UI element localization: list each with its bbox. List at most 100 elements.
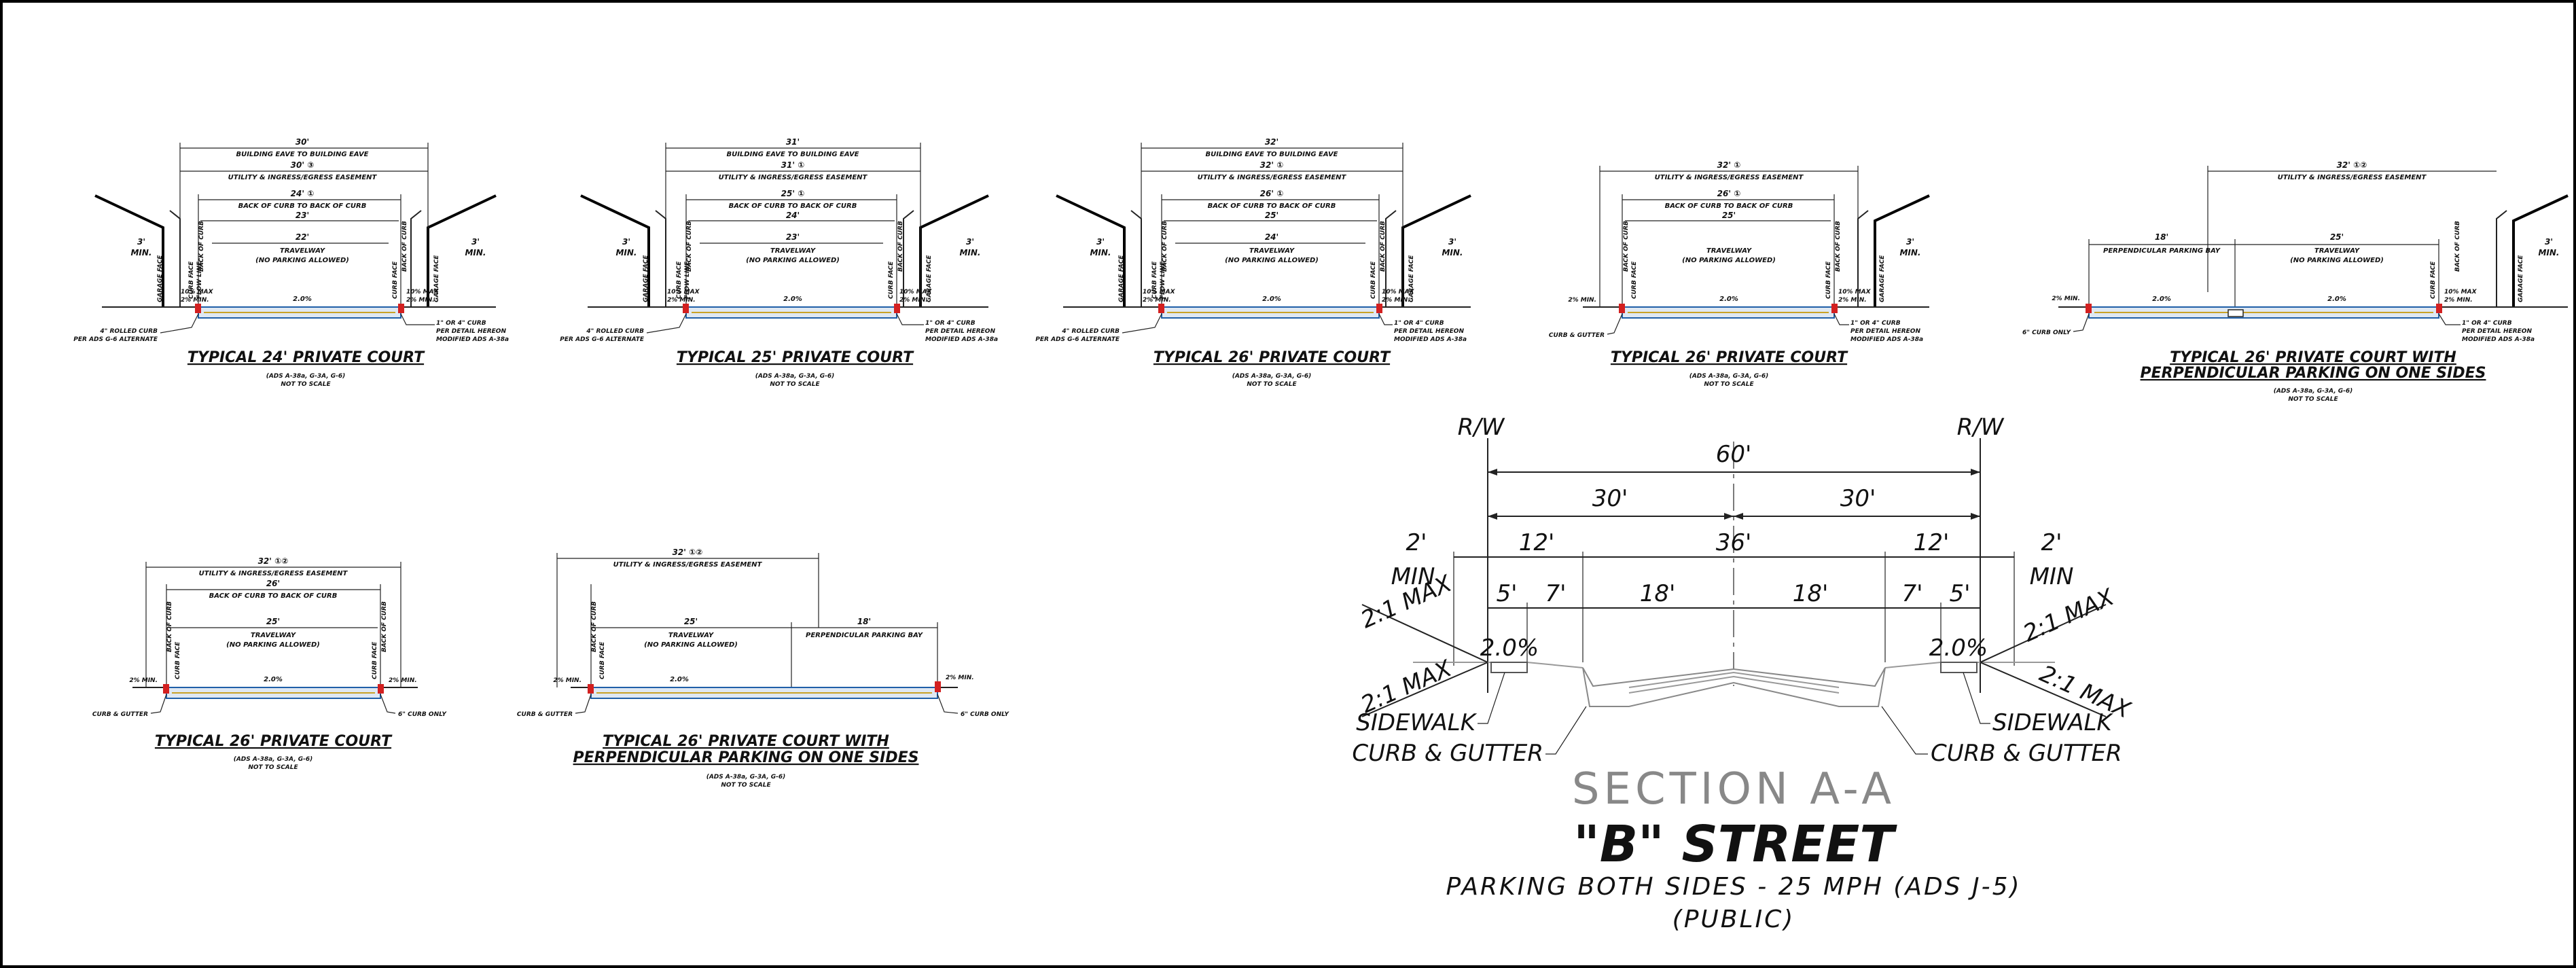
no-parking-label: (NO PARKING ALLOWED): [746, 257, 840, 264]
vertical-label: CURB FACE: [188, 261, 195, 299]
callout: 1" OR 4" CURB: [925, 320, 976, 327]
slope-small: 2% MIN.: [946, 675, 974, 681]
leader: [575, 694, 592, 714]
travelway-label: TRAVELWAY: [1249, 247, 1295, 255]
leader: [400, 313, 435, 325]
left-sidewalk: [1490, 662, 1528, 673]
section-refs: (ADS A-38a, G-3A, G-6): [1689, 373, 1769, 380]
slope-small: 10% MAX: [899, 289, 933, 295]
side-slope-upper-left: [1361, 604, 1488, 663]
section-typical-26-with-parking-b: 32' ①② UTILITY & INGRESS/EGRESS EASEMENT…: [517, 548, 1010, 789]
vertical-label: BACK OF CURB: [1162, 221, 1168, 272]
no-parking-label: (NO PARKING ALLOWED): [2290, 257, 2384, 264]
slope-label: 2.0%: [670, 676, 689, 683]
parking-note: PARKING BOTH SIDES - 25 MPH (ADS J-5): [1446, 873, 2021, 901]
vertical-label: GARAGE FACE: [1879, 255, 1886, 302]
callout: PER DETAIL HEREON: [1394, 328, 1464, 335]
leader: [1378, 313, 1393, 325]
section-title: TYPICAL 24' PRIVATE COURT: [187, 349, 425, 366]
vertical-label: FLOW LINE: [1160, 261, 1166, 299]
left-curb: [683, 304, 689, 313]
callout: MODIFIED ADS A-38a: [925, 336, 998, 343]
leader: [160, 313, 199, 334]
parking-bay-width: 18': [2155, 232, 2168, 242]
dim-label: BACK OF CURB TO BACK OF CURB: [209, 592, 338, 600]
callout: MODIFIED ADS A-38a: [2462, 336, 2535, 343]
section-scale: NOT TO SCALE: [1247, 381, 1297, 388]
left-building-outline: [94, 194, 164, 307]
callout: 1" OR 4" CURB: [2462, 320, 2512, 327]
dim-value: 22': [296, 232, 309, 242]
dim-value: 25': [1265, 211, 1278, 220]
setback-left-min: MIN.: [615, 248, 637, 257]
left-curb: [195, 304, 201, 313]
dim-5-left: 5': [1497, 580, 1518, 607]
right-eave: [1385, 210, 1397, 307]
dim-label: BACK OF CURB TO BACK OF CURB: [1208, 202, 1336, 210]
slope-right: 2.0%: [1929, 634, 1988, 662]
right-eave: [410, 210, 422, 307]
section-scale: NOT TO SCALE: [281, 381, 331, 388]
section-refs: (ADS A-38a, G-3A, G-6): [706, 774, 786, 781]
vertical-label: GARAGE FACE: [433, 255, 440, 302]
leader: [937, 694, 959, 714]
dim-total: 30': [296, 137, 309, 147]
dim-easement: 32' ①②: [258, 556, 289, 566]
dim-value: 24': [786, 211, 800, 220]
section-title: TYPICAL 26' PRIVATE COURT: [1611, 349, 1848, 366]
section-title: TYPICAL 25' PRIVATE COURT: [677, 349, 914, 366]
slope-small: 10% MAX: [667, 289, 700, 295]
vertical-label: FLOW LINE: [684, 261, 691, 299]
dim-value: 25': [2330, 232, 2344, 242]
dim-7-right: 7': [1902, 580, 1923, 607]
section-refs: (ADS A-38a, G-3A, G-6): [266, 373, 346, 380]
callout: 1" OR 4" CURB: [1850, 320, 1901, 327]
public-note: (PUBLIC): [1672, 906, 1795, 933]
section-typical-26-private-court-a: 32' BUILDING EAVE TO BUILDING EAVE 32' ①…: [1035, 137, 1471, 388]
leader: [150, 694, 167, 714]
section-scale: NOT TO SCALE: [248, 764, 298, 771]
curb-label-right: CURB & GUTTER: [1931, 740, 2122, 767]
section-scale: NOT TO SCALE: [2288, 396, 2338, 403]
vertical-label: GARAGE FACE: [2518, 255, 2524, 302]
dim-12-left: 12': [1519, 529, 1555, 556]
callout: PER DETAIL HEREON: [436, 328, 506, 335]
section-refs: (ADS A-38a, G-3A, G-6): [234, 756, 313, 763]
dim-label: BUILDING EAVE TO BUILDING EAVE: [236, 151, 368, 158]
vertical-label: CURB FACE: [2430, 261, 2437, 299]
left-curb: [163, 684, 169, 694]
callout: PER DETAIL HEREON: [925, 328, 995, 335]
setback-right-min: MIN.: [959, 248, 980, 257]
section-title: TYPICAL 26' PRIVATE COURT: [155, 733, 393, 750]
dim-label: BUILDING EAVE TO BUILDING EAVE: [1205, 151, 1338, 158]
no-parking-label: (NO PARKING ALLOWED): [255, 257, 349, 264]
dim-easement: 32' ①②: [673, 548, 703, 557]
right-curb: [935, 681, 941, 692]
vertical-label: CURB FACE: [392, 261, 399, 299]
callout: PER DETAIL HEREON: [1850, 328, 1920, 335]
slope-label: 2.0%: [1262, 295, 1281, 303]
slope-small: 10% MAX: [2444, 289, 2477, 295]
slope-small: 10% MAX: [406, 289, 440, 295]
section-title: TYPICAL 26' PRIVATE COURT WITH: [603, 733, 889, 750]
left-curb: [588, 684, 594, 694]
dim-easement: 30' ③: [291, 160, 315, 170]
right-eave: [903, 210, 914, 307]
dim-value: 23': [296, 211, 309, 220]
setback-right: 3': [471, 237, 480, 247]
dim-easement: 32' ①: [1260, 160, 1284, 170]
slope-label: 2.0%: [1719, 295, 1738, 303]
callout: CURB & GUTTER: [1549, 332, 1605, 339]
no-parking-label: (NO PARKING ALLOWED): [1682, 257, 1776, 264]
section-scale: NOT TO SCALE: [721, 782, 771, 789]
dim-easement: 32' ①: [1717, 160, 1741, 170]
sidewalk-label-right: SIDEWALK: [1992, 709, 2113, 736]
vertical-label: BACK OF CURB: [1380, 221, 1387, 272]
section-typical-26-with-parking: 32' ①② UTILITY & INGRESS/EGRESS EASEMENT…: [2022, 160, 2569, 403]
callout: MODIFIED ADS A-38a: [1850, 336, 1923, 343]
crown-line: [1628, 675, 1840, 694]
left-curb: [2086, 304, 2092, 313]
pavement-section: [1582, 667, 1886, 707]
